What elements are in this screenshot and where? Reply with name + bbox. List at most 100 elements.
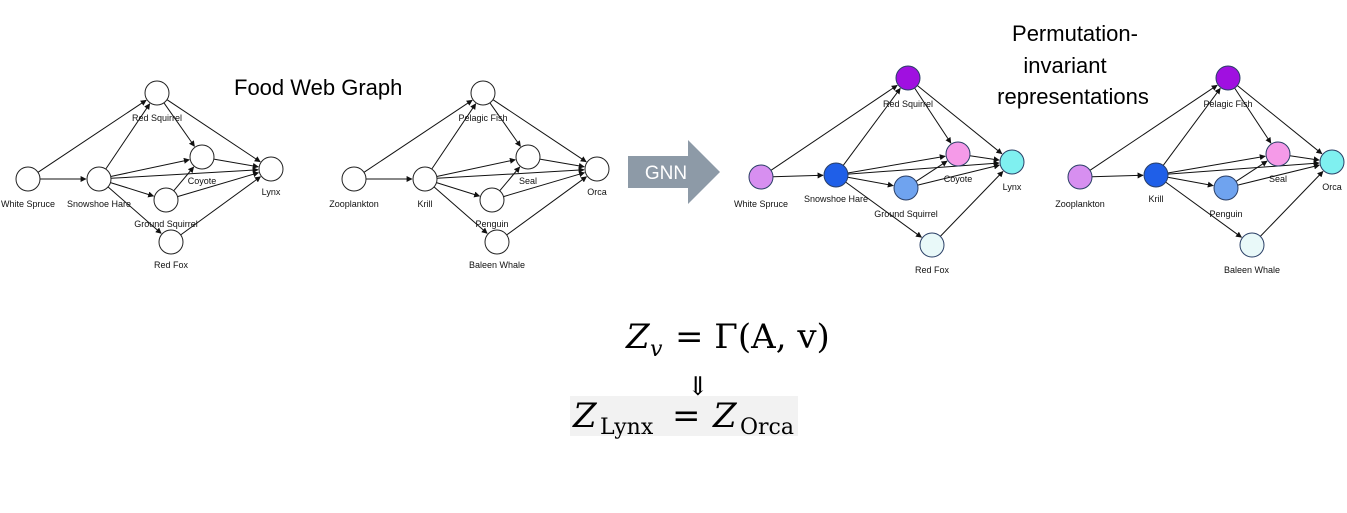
ocean-input-edge-baleen_whale-to-orca	[506, 176, 587, 236]
ocean-embedded-label-seal: Seal	[1269, 174, 1287, 184]
forest-embedded-node-snowshoe_hare	[823, 162, 849, 188]
forest-input-label-lynx: Lynx	[262, 187, 281, 197]
ocean-input-edge-pelagic_fish-to-seal	[489, 102, 521, 147]
ocean-embedded-edge-zooplankton-to-pelagic_fish	[1089, 84, 1218, 171]
forest-embedded-edge-snowshoe_hare-to-ground_squirrel	[847, 176, 894, 188]
forest-input-edge-ground_squirrel-to-coyote	[173, 166, 195, 192]
forest-input-node-ground_squirrel	[153, 187, 179, 213]
forest-embedded-edge-white_spruce-to-snowshoe_hare	[772, 172, 824, 179]
ocean-input-edge-penguin-to-orca	[503, 171, 586, 198]
ocean-input-edge-krill-to-pelagic_fish	[431, 103, 477, 170]
forest-embedded-edge-snowshoe_hare-to-red_fox	[845, 181, 922, 238]
forest-input-edge-snowshoe_hare-to-lynx	[110, 167, 259, 179]
forest-embedded-node-red_fox	[919, 232, 945, 258]
forest-input-edge-snowshoe_hare-to-ground_squirrel	[110, 182, 155, 198]
forest-input-label-snowshoe_hare: Snowshoe Hare	[67, 199, 131, 209]
formula-z: Z	[625, 317, 651, 357]
formula-gamma-expression: = Γ(A, v)	[675, 317, 830, 357]
formula-equality: Z Lynx = Z Orca	[570, 396, 798, 440]
ocean-input-node-krill	[412, 166, 438, 192]
food-web-graph-title: Food Web Graph	[234, 75, 402, 100]
ocean-input-label-zooplankton: Zooplankton	[329, 199, 379, 209]
ocean-input-edge-krill-to-penguin	[436, 182, 481, 198]
ocean-embedded-node-penguin	[1213, 175, 1239, 201]
ocean-input-node-baleen_whale	[484, 229, 510, 255]
forest-embedded-label-lynx: Lynx	[1003, 182, 1022, 192]
forest-embedded-edge-red_squirrel-to-coyote	[914, 87, 952, 144]
ocean-input-node-pelagic_fish	[470, 80, 496, 106]
formula-equals: =	[672, 396, 701, 436]
ocean-embedded-label-pelagic_fish: Pelagic Fish	[1203, 99, 1252, 109]
forest-embedded-label-red_fox: Red Fox	[915, 265, 950, 275]
forest-input-edge-ground_squirrel-to-lynx	[177, 171, 260, 198]
forest-embedded-edge-coyote-to-lynx	[969, 155, 1000, 163]
gnn-label: GNN	[645, 163, 687, 184]
permutation-title-line-3: representations	[997, 84, 1149, 109]
formula-z-lynx: Z	[572, 396, 598, 436]
forest-input-node-coyote	[189, 144, 215, 170]
forest-input-edge-red_squirrel-to-lynx	[166, 99, 261, 163]
ocean-embedded-edge-penguin-to-orca	[1237, 163, 1320, 186]
forest-input-label-red_squirrel: Red Squirrel	[132, 113, 182, 123]
ocean-embedded-edge-baleen_whale-to-orca	[1259, 170, 1324, 237]
forest-input-node-lynx	[258, 156, 284, 182]
ocean-input-label-orca: Orca	[587, 187, 607, 197]
ocean-embedded-label-orca: Orca	[1322, 182, 1342, 192]
ocean-embedded-label-krill: Krill	[1149, 194, 1164, 204]
forest-embedded-edge-white_spruce-to-red_squirrel	[770, 84, 898, 171]
ocean-embedded-label-penguin: Penguin	[1209, 209, 1242, 219]
ocean-embedded-node-krill	[1143, 162, 1169, 188]
ocean-embedded-edge-penguin-to-seal	[1235, 160, 1268, 182]
ocean-embedded-node-orca	[1319, 149, 1345, 175]
ocean-embedded-edge-krill-to-penguin	[1167, 176, 1214, 188]
forest-embedded-node-red_squirrel	[895, 65, 921, 91]
ocean-input-node-orca	[584, 156, 610, 182]
forest-embedded-label-white_spruce: White Spruce	[734, 199, 788, 209]
ocean-input-edge-krill-to-seal	[436, 157, 516, 177]
ocean-input-edge-zooplankton-to-pelagic_fish	[363, 99, 473, 173]
forest-input-edge-snowshoe_hare-to-red_squirrel	[105, 103, 151, 170]
formula-highlight	[570, 396, 798, 436]
ocean-embedded-edge-seal-to-orca	[1289, 155, 1320, 163]
ocean-embedded-edge-zooplankton-to-krill	[1091, 172, 1144, 179]
forest-embedded-label-red_squirrel: Red Squirrel	[883, 99, 933, 109]
ocean-input-edge-krill-to-baleen_whale	[433, 186, 488, 234]
ocean-embedded-edge-krill-to-seal	[1167, 154, 1266, 174]
formula-embedding: Z v = Γ(A, v)	[625, 317, 830, 362]
forest-embedded-edge-ground_squirrel-to-coyote	[915, 160, 948, 182]
forest-embedded-edge-snowshoe_hare-to-coyote	[847, 154, 946, 174]
forest-input-edge-white_spruce-to-red_squirrel	[37, 99, 147, 173]
ocean-embedded-node-pelagic_fish	[1215, 65, 1241, 91]
forest-input-label-coyote: Coyote	[188, 176, 217, 186]
permutation-title-line-2: invariant	[1023, 53, 1106, 78]
ocean-embedded-node-seal	[1265, 141, 1291, 167]
forest-input-node-red_fox	[158, 229, 184, 255]
ocean-embedded-node-baleen_whale	[1239, 232, 1265, 258]
forest-input-edge-snowshoe_hare-to-coyote	[110, 157, 190, 177]
forest-embedded-label-ground_squirrel: Ground Squirrel	[874, 209, 938, 219]
forest-input-node-red_squirrel	[144, 80, 170, 106]
forest-embedded-node-white_spruce	[748, 164, 774, 190]
forest-input-label-ground_squirrel: Ground Squirrel	[134, 219, 198, 229]
forest-input-edge-coyote-to-lynx	[213, 158, 259, 169]
forest-input-edge-red_squirrel-to-coyote	[163, 102, 195, 147]
ocean-embedded-edge-krill-to-baleen_whale	[1165, 181, 1242, 238]
implies-arrow: ⇓	[687, 372, 709, 402]
ocean-input-edge-penguin-to-seal	[499, 166, 521, 192]
forest-embedded-label-snowshoe_hare: Snowshoe Hare	[804, 194, 868, 204]
ocean-input-label-penguin: Penguin	[475, 219, 508, 229]
ocean-input-label-pelagic_fish: Pelagic Fish	[458, 113, 507, 123]
forest-input-edge-snowshoe_hare-to-red_fox	[107, 186, 162, 234]
forest-input-node-snowshoe_hare	[86, 166, 112, 192]
forest-embedded-edge-snowshoe_hare-to-lynx	[847, 160, 1000, 175]
formula-z-orca: Z	[712, 396, 738, 436]
forest-input-edge-red_fox-to-lynx	[180, 176, 261, 236]
ocean-input-edge-pelagic_fish-to-orca	[492, 99, 587, 163]
ocean-input-node-seal	[515, 144, 541, 170]
permutation-title-line-1: Permutation-	[1012, 21, 1138, 46]
formula-sub-lynx: Lynx	[600, 415, 654, 440]
forest-embedded-node-lynx	[999, 149, 1025, 175]
